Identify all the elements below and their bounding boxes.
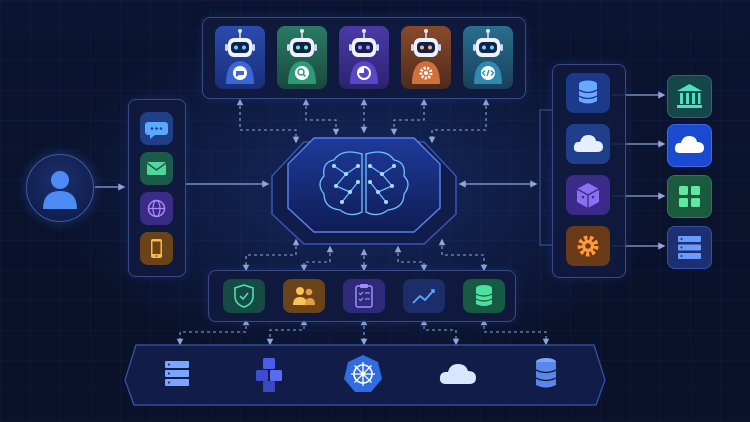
agent-tile-config[interactable] bbox=[401, 26, 451, 89]
robot-config-icon bbox=[411, 29, 441, 84]
tool-analytics[interactable] bbox=[403, 279, 445, 313]
channel-chat[interactable] bbox=[140, 112, 173, 145]
resources-bracket bbox=[539, 109, 552, 246]
user-avatar-icon bbox=[43, 171, 77, 209]
target-bank[interactable] bbox=[667, 75, 712, 118]
resource-module[interactable] bbox=[566, 175, 610, 215]
user-node[interactable] bbox=[26, 154, 94, 222]
grid-apps-icon bbox=[679, 186, 700, 207]
resources-panel bbox=[552, 64, 626, 278]
tool-link-2 bbox=[300, 245, 334, 272]
agents-panel bbox=[202, 17, 526, 99]
agent-tile-search[interactable] bbox=[277, 26, 327, 89]
cloud-icon bbox=[573, 135, 603, 152]
agent-tile-code[interactable] bbox=[463, 26, 513, 89]
infra-storage[interactable] bbox=[528, 354, 564, 394]
tool-link-1 bbox=[242, 238, 300, 272]
infra-kubernetes[interactable] bbox=[342, 353, 384, 395]
channel-web[interactable] bbox=[140, 192, 173, 225]
infra-cloud[interactable] bbox=[436, 356, 480, 392]
neural-brain-icon bbox=[271, 137, 457, 245]
gear-icon bbox=[577, 235, 599, 257]
clipboard-checklist-icon bbox=[355, 284, 373, 308]
infra-link-4 bbox=[420, 318, 460, 346]
tool-link-5 bbox=[438, 238, 488, 272]
people-icon bbox=[293, 287, 315, 305]
agent-tile-analytics[interactable] bbox=[339, 26, 389, 89]
agent-link-2 bbox=[302, 98, 340, 136]
infra-link-1 bbox=[176, 318, 250, 346]
cloud-icon bbox=[674, 136, 704, 153]
resource-settings[interactable] bbox=[566, 226, 610, 266]
globe-icon bbox=[147, 199, 166, 218]
target-servers[interactable] bbox=[667, 226, 712, 269]
tool-tasks[interactable] bbox=[343, 279, 385, 313]
cloud-icon bbox=[439, 364, 476, 384]
tool-link-4 bbox=[394, 245, 428, 272]
smartphone-icon bbox=[151, 239, 162, 258]
bank-icon bbox=[677, 84, 702, 108]
agent-link-1 bbox=[236, 98, 300, 144]
server-rack-icon bbox=[165, 361, 189, 386]
server-list-icon bbox=[678, 236, 701, 259]
robot-analytics-icon bbox=[349, 29, 379, 84]
line-chart-icon bbox=[412, 289, 435, 304]
robot-chat-icon bbox=[225, 29, 255, 84]
agent-tile-chat[interactable] bbox=[215, 26, 265, 89]
core-brain-node[interactable] bbox=[270, 136, 458, 248]
robot-search-icon bbox=[287, 29, 317, 84]
cubes-icon bbox=[256, 358, 282, 392]
tools-panel bbox=[208, 270, 516, 322]
channels-panel bbox=[128, 99, 186, 277]
agent-link-5 bbox=[428, 98, 490, 144]
database-icon bbox=[578, 80, 598, 104]
resource-database[interactable] bbox=[566, 73, 610, 113]
infra-link-5 bbox=[480, 318, 550, 346]
database-icon bbox=[475, 285, 493, 306]
channel-email[interactable] bbox=[140, 152, 173, 185]
database-icon bbox=[535, 358, 557, 388]
infra-link-2 bbox=[266, 318, 308, 346]
tool-security[interactable] bbox=[223, 279, 265, 313]
cube-icon bbox=[576, 183, 600, 208]
shield-check-icon bbox=[234, 284, 254, 308]
infra-containers[interactable] bbox=[250, 354, 290, 394]
tool-database[interactable] bbox=[463, 279, 505, 313]
infra-servers[interactable] bbox=[160, 356, 196, 392]
infrastructure-panel bbox=[124, 344, 606, 406]
agent-link-4 bbox=[390, 98, 428, 136]
envelope-icon bbox=[146, 162, 167, 175]
robot-code-icon bbox=[473, 29, 503, 84]
target-cloud[interactable] bbox=[667, 124, 712, 167]
helm-wheel-icon bbox=[344, 355, 382, 392]
channel-mobile[interactable] bbox=[140, 232, 173, 265]
target-apps[interactable] bbox=[667, 175, 712, 218]
tool-users[interactable] bbox=[283, 279, 325, 313]
resource-cloud[interactable] bbox=[566, 124, 610, 164]
chat-bubble-icon bbox=[145, 122, 168, 139]
